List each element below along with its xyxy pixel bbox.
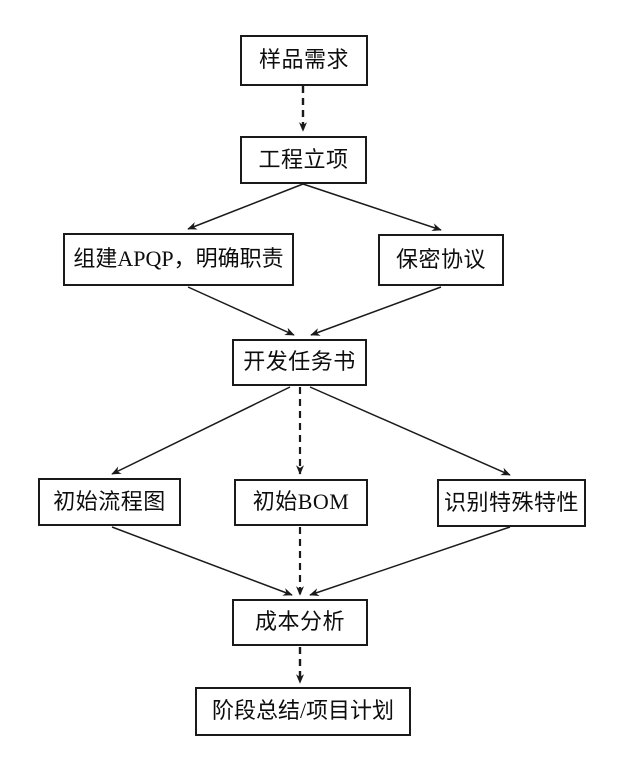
edge-identify-special-characteristics-to-cost-analysis xyxy=(309,526,511,596)
node-development-task-book[interactable]: 开发任务书 xyxy=(232,339,367,386)
node-label: 阶段总结/项目计划 xyxy=(211,698,395,724)
node-label: 识别特殊特性 xyxy=(443,489,579,515)
edge-initial-flowchart-to-cost-analysis xyxy=(111,526,293,596)
edge-development-task-book-to-identify-special-characteristics xyxy=(309,386,511,476)
edge-project-initiation-to-form-apqp xyxy=(187,183,304,230)
node-initial-bom[interactable]: 初始BOM xyxy=(234,479,368,526)
node-label: 保密协议 xyxy=(395,246,486,272)
node-label: 初始流程图 xyxy=(53,488,166,514)
node-label: 样品需求 xyxy=(258,47,349,73)
node-confidentiality-agreement[interactable]: 保密协议 xyxy=(378,234,504,286)
node-sample-requirement[interactable]: 样品需求 xyxy=(240,35,368,86)
node-cost-analysis[interactable]: 成本分析 xyxy=(232,599,368,646)
node-identify-special-characteristics[interactable]: 识别特殊特性 xyxy=(437,479,586,527)
node-label: 工程立项 xyxy=(258,146,349,172)
node-label: 成本分析 xyxy=(254,609,345,635)
edge-project-initiation-to-confidentiality-agreement xyxy=(302,183,442,232)
node-form-apqp[interactable]: 组建APQP，明确职责 xyxy=(63,233,294,286)
edge-development-task-book-to-initial-flowchart xyxy=(111,386,291,475)
edge-form-apqp-to-development-task-book xyxy=(187,286,295,336)
node-label: 开发任务书 xyxy=(243,349,356,375)
node-project-initiation[interactable]: 工程立项 xyxy=(240,136,367,184)
node-label: 组建APQP，明确职责 xyxy=(73,246,284,272)
node-initial-flowchart[interactable]: 初始流程图 xyxy=(38,478,181,526)
node-label: 初始BOM xyxy=(252,489,350,515)
node-phase-summary-project-plan[interactable]: 阶段总结/项目计划 xyxy=(195,687,411,736)
edge-confidentiality-agreement-to-development-task-book xyxy=(310,286,442,336)
